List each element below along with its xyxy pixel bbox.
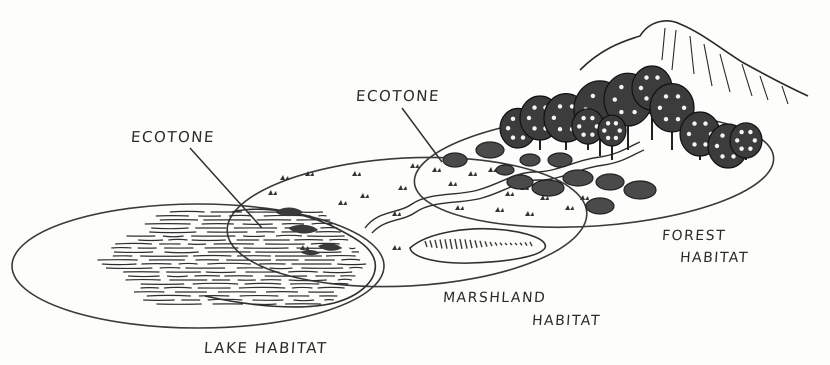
marshland-habitat-ellipse <box>224 149 590 296</box>
marshland-habitat-label-line1: MARSHLAND <box>442 290 546 306</box>
forest-habitat-label-line2: HABITAT <box>679 250 749 266</box>
marshland-habitat-label-line2: HABITAT <box>531 313 601 329</box>
marsh-pond <box>410 229 545 263</box>
forest-shrubs <box>443 142 656 214</box>
lake-water <box>98 211 367 304</box>
ecotone-left-label: ECOTONE <box>130 128 215 146</box>
lake-habitat-ellipse <box>12 204 384 328</box>
forest-trees <box>500 66 762 168</box>
ecotone-right-pointer <box>402 108 442 162</box>
forest-habitat-label-line1: FOREST <box>661 228 726 244</box>
ecotone-right-label: ECOTONE <box>355 87 440 105</box>
marsh-pond-shading <box>425 239 532 249</box>
lake-habitat-label: LAKE HABITAT <box>203 339 328 357</box>
